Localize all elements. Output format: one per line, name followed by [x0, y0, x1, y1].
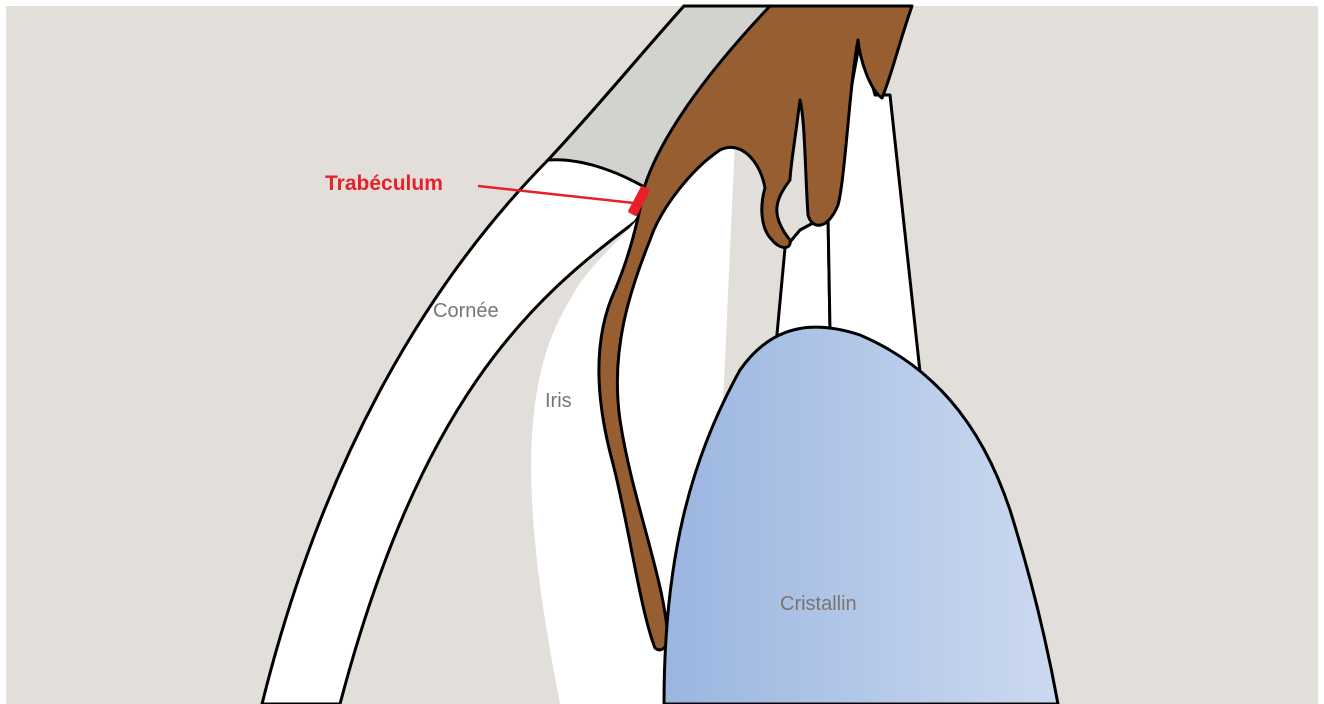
label-cornea: Cornée	[433, 300, 499, 322]
label-trabeculum: Trabéculum	[325, 172, 443, 195]
label-iris: Iris	[545, 390, 572, 412]
label-lens: Cristallin	[780, 593, 857, 615]
